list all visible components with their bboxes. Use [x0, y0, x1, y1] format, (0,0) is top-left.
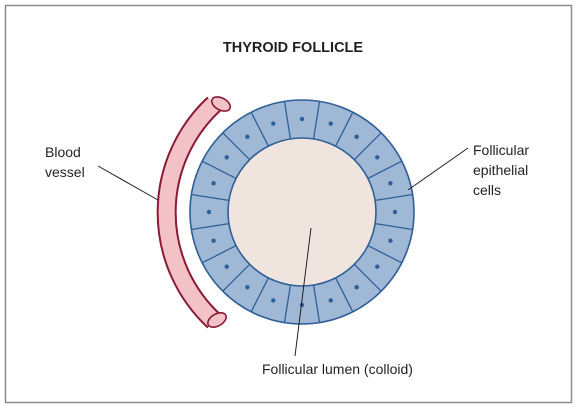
cell-nucleus	[245, 135, 249, 139]
cell-nucleus	[375, 155, 379, 159]
figure-title: THYROID FOLLICLE	[223, 40, 363, 56]
cell-nucleus	[329, 298, 333, 302]
blood-vessel-label-line-1: Blood	[45, 144, 81, 160]
cell-nucleus	[207, 210, 211, 214]
cell-nucleus	[271, 121, 275, 125]
cell-nucleus	[354, 135, 358, 139]
cell-nucleus	[375, 264, 379, 268]
cell-nucleus	[211, 181, 215, 185]
cell-nucleus	[329, 121, 333, 125]
cell-nucleus	[271, 298, 275, 302]
cell-nucleus	[300, 117, 304, 121]
cell-nucleus	[393, 210, 397, 214]
cell-nucleus	[225, 155, 229, 159]
cell-nucleus	[388, 181, 392, 185]
blood-vessel-label-line-2: vessel	[45, 164, 85, 180]
follicle	[190, 100, 414, 324]
cell-nucleus	[388, 239, 392, 243]
cell-nucleus	[225, 264, 229, 268]
epithelial-cells-label-line-1: Follicular	[473, 142, 529, 158]
lumen-label: Follicular lumen (colloid)	[262, 361, 413, 377]
colloid-lumen	[228, 138, 376, 286]
cell-nucleus	[354, 285, 358, 289]
cell-nucleus	[245, 285, 249, 289]
epithelial-cells-label-line-2: epithelial	[473, 162, 528, 178]
cell-nucleus	[211, 239, 215, 243]
epithelial-cells-label-line-3: cells	[473, 182, 501, 198]
